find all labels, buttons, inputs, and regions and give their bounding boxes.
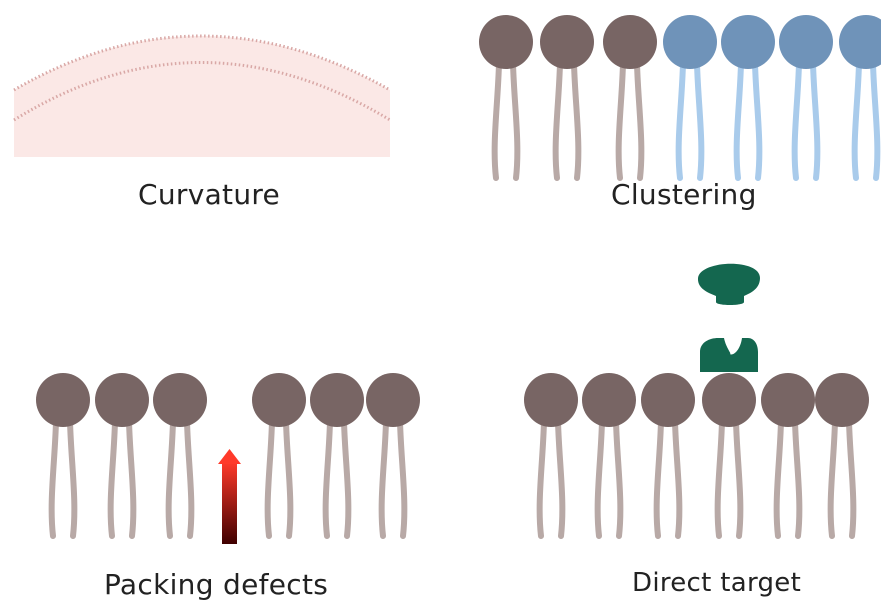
phospholipid [839, 15, 881, 178]
phospholipid [641, 373, 695, 536]
phospholipid [153, 373, 207, 536]
receptor [700, 338, 758, 372]
phospholipid [36, 373, 90, 536]
phospholipid [815, 373, 869, 536]
curvature-bilayer [14, 36, 390, 157]
phospholipid [252, 373, 306, 536]
clustering-lipid-row [479, 15, 881, 178]
phospholipid [721, 15, 775, 178]
direct-target-label: Direct target [632, 568, 801, 598]
phospholipid [603, 15, 657, 178]
phospholipid [779, 15, 833, 178]
phospholipid [524, 373, 578, 536]
phospholipid [95, 373, 149, 536]
arrow-up-icon [218, 449, 241, 544]
phospholipid [761, 373, 815, 536]
direct-target-lipid-row [524, 373, 869, 536]
clustering-label: Clustering [611, 178, 757, 211]
packing-defects-label: Packing defects [104, 568, 328, 601]
curvature-label: Curvature [138, 178, 280, 211]
phospholipid [366, 373, 420, 536]
phospholipid [582, 373, 636, 536]
phospholipid [479, 15, 533, 178]
phospholipid [663, 15, 717, 178]
binding-protein [698, 264, 760, 305]
phospholipid [702, 373, 756, 536]
phospholipid [310, 373, 364, 536]
phospholipid [540, 15, 594, 178]
